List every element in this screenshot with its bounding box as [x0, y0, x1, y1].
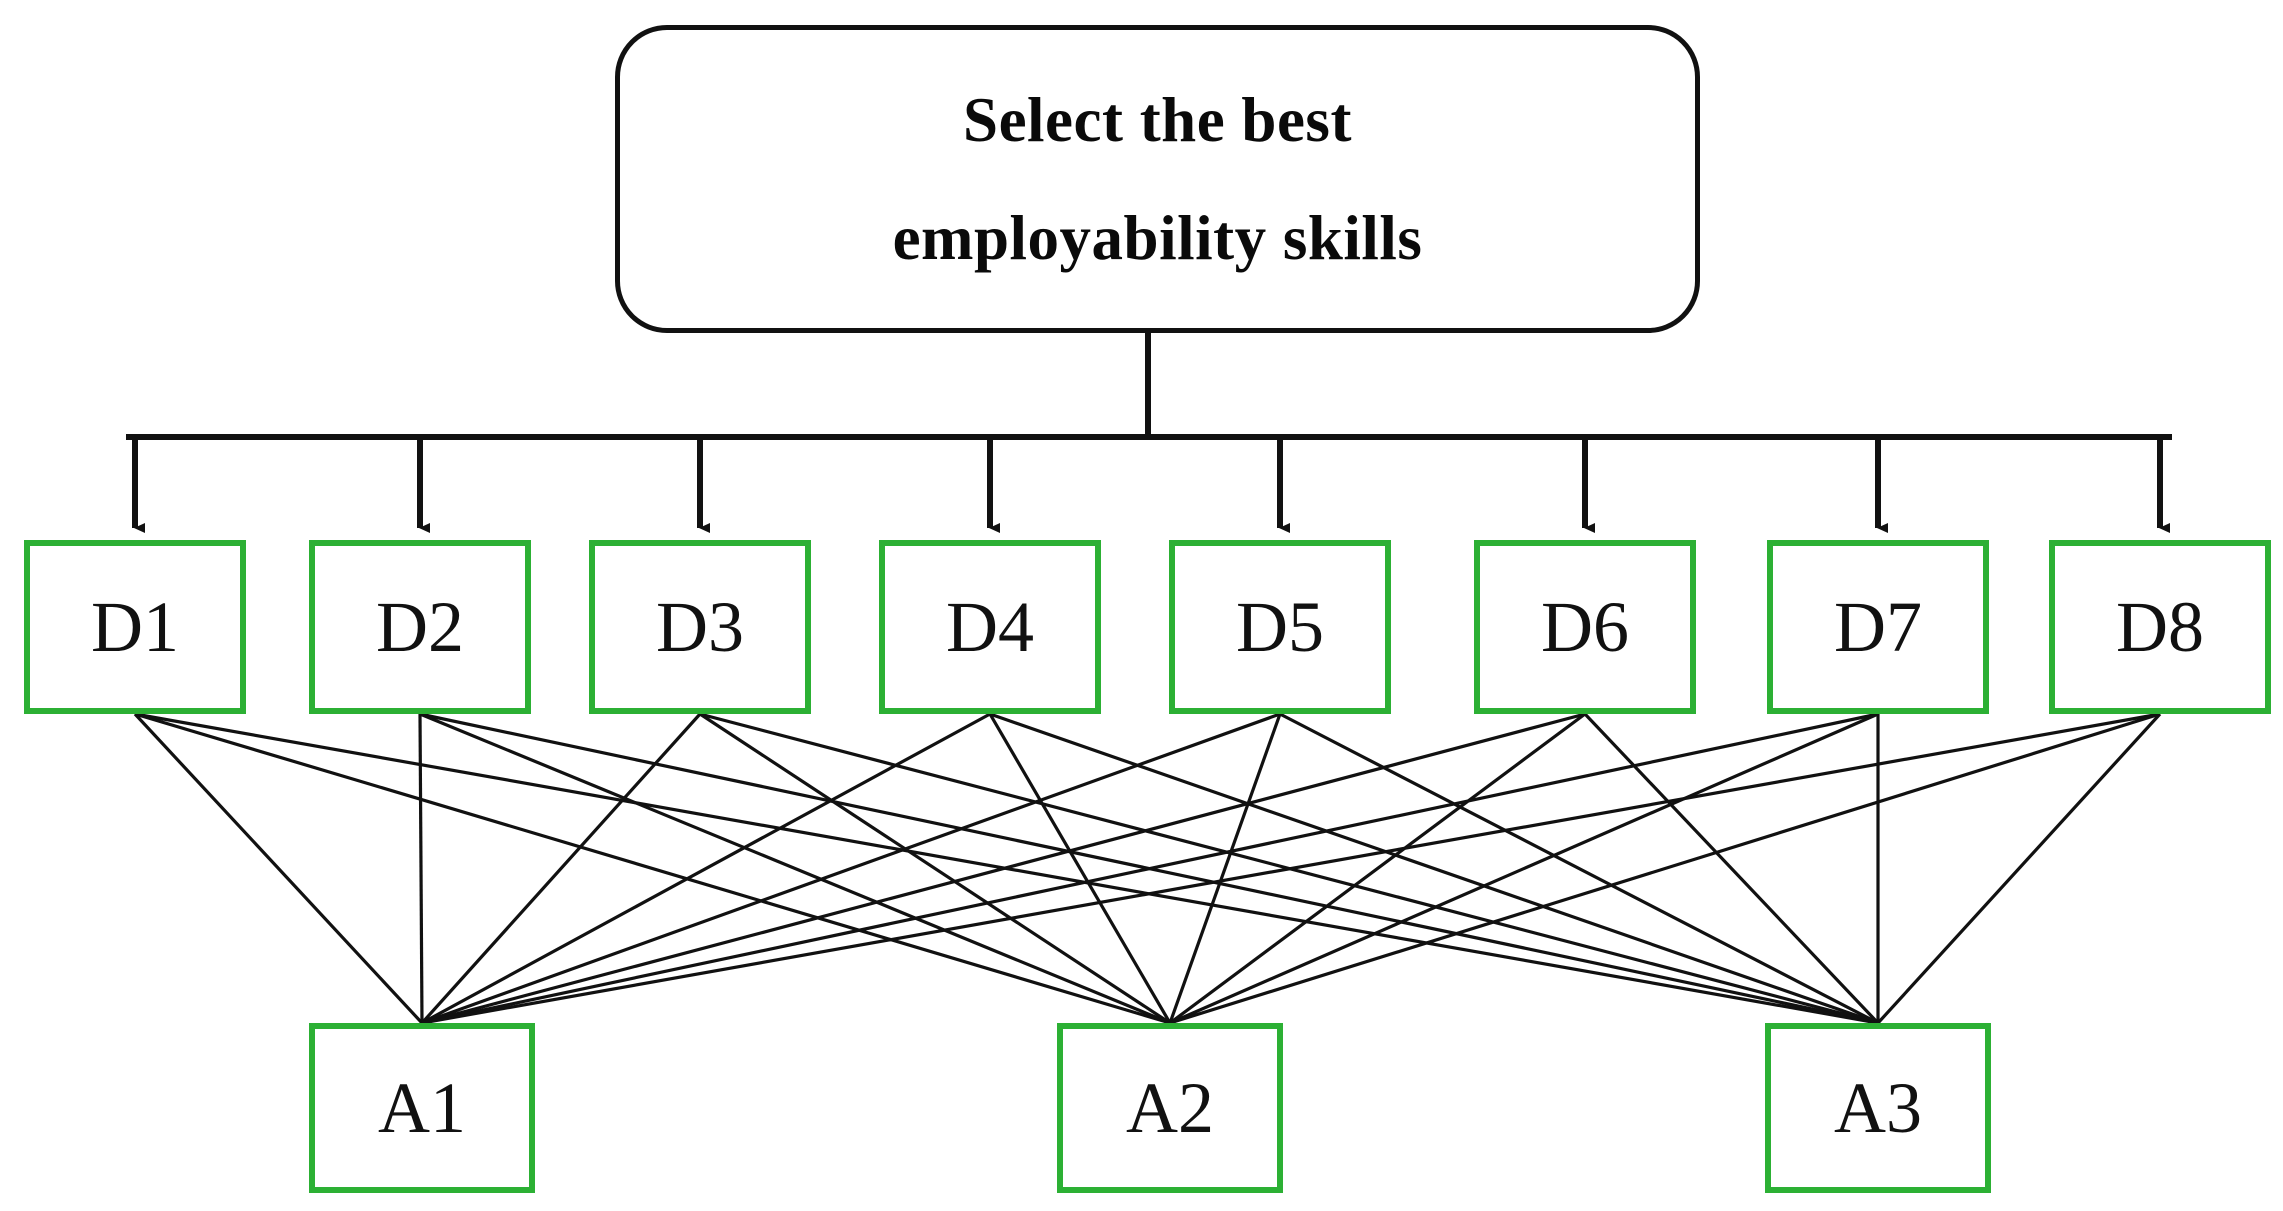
criteria-node-d7-label: D7: [1834, 587, 1922, 667]
edge-D4-A1: [421, 712, 991, 1025]
edge-D4-A3: [989, 712, 1879, 1025]
criteria-node-d5[interactable]: D5: [1169, 540, 1391, 714]
criteria-node-d5-label: D5: [1236, 587, 1324, 667]
criteria-alternative-edges: [133, 712, 2162, 1025]
edge-D7-A1: [421, 712, 1879, 1025]
criteria-node-d2-label: D2: [376, 587, 464, 667]
edge-D1-A1: [133, 712, 424, 1025]
criteria-node-d2[interactable]: D2: [309, 540, 531, 714]
edge-D5-A3: [1279, 712, 1879, 1025]
edge-D2-A3: [419, 712, 1879, 1025]
bus-to-criteria-arrows: [132, 437, 2170, 533]
alternative-node-a2[interactable]: A2: [1057, 1023, 1283, 1193]
edge-D2-A1: [418, 713, 424, 1024]
edge-D3-A3: [699, 712, 1879, 1025]
edge-D3-A1: [420, 712, 702, 1025]
edge-D7-A2: [1169, 712, 1879, 1025]
criteria-node-d1[interactable]: D1: [24, 540, 246, 714]
alternative-node-a2-label: A2: [1126, 1068, 1214, 1148]
criteria-node-d7[interactable]: D7: [1767, 540, 1989, 714]
edge-D8-A3: [1876, 712, 2162, 1025]
edge-D6-A1: [421, 712, 1586, 1025]
edge-D1-A2: [134, 712, 1171, 1025]
edge-D5-A2: [1168, 713, 1282, 1024]
alternative-node-a3[interactable]: A3: [1765, 1023, 1991, 1193]
criteria-node-d3[interactable]: D3: [589, 540, 811, 714]
alternative-node-a1-label: A1: [378, 1068, 466, 1148]
goal-node-line-2: employability skills: [892, 203, 1423, 273]
criteria-node-d4[interactable]: D4: [879, 540, 1101, 714]
edge-D8-A1: [421, 712, 2161, 1025]
criteria-node-d6-label: D6: [1541, 587, 1629, 667]
criteria-node-d1-label: D1: [91, 587, 179, 667]
edge-D4-A2: [988, 713, 1172, 1024]
edge-D6-A2: [1169, 712, 1586, 1025]
edge-D8-A2: [1169, 712, 2161, 1025]
edge-D6-A3: [1583, 712, 1880, 1025]
criteria-node-d6[interactable]: D6: [1474, 540, 1696, 714]
edge-D5-A1: [421, 712, 1281, 1025]
criteria-node-d8[interactable]: D8: [2049, 540, 2271, 714]
goal-node-line-1: Select the best: [963, 84, 1352, 155]
edge-D2-A2: [419, 712, 1171, 1025]
alternative-node-a1[interactable]: A1: [309, 1023, 535, 1193]
edge-D3-A2: [699, 712, 1171, 1025]
criteria-node-d8-label: D8: [2116, 587, 2204, 667]
edge-D1-A3: [134, 712, 1879, 1025]
goal-node[interactable]: Select the best employability skills: [615, 25, 1700, 333]
alternative-node-a3-label: A3: [1834, 1068, 1922, 1148]
criteria-node-d3-label: D3: [656, 587, 744, 667]
criteria-node-d4-label: D4: [946, 587, 1034, 667]
